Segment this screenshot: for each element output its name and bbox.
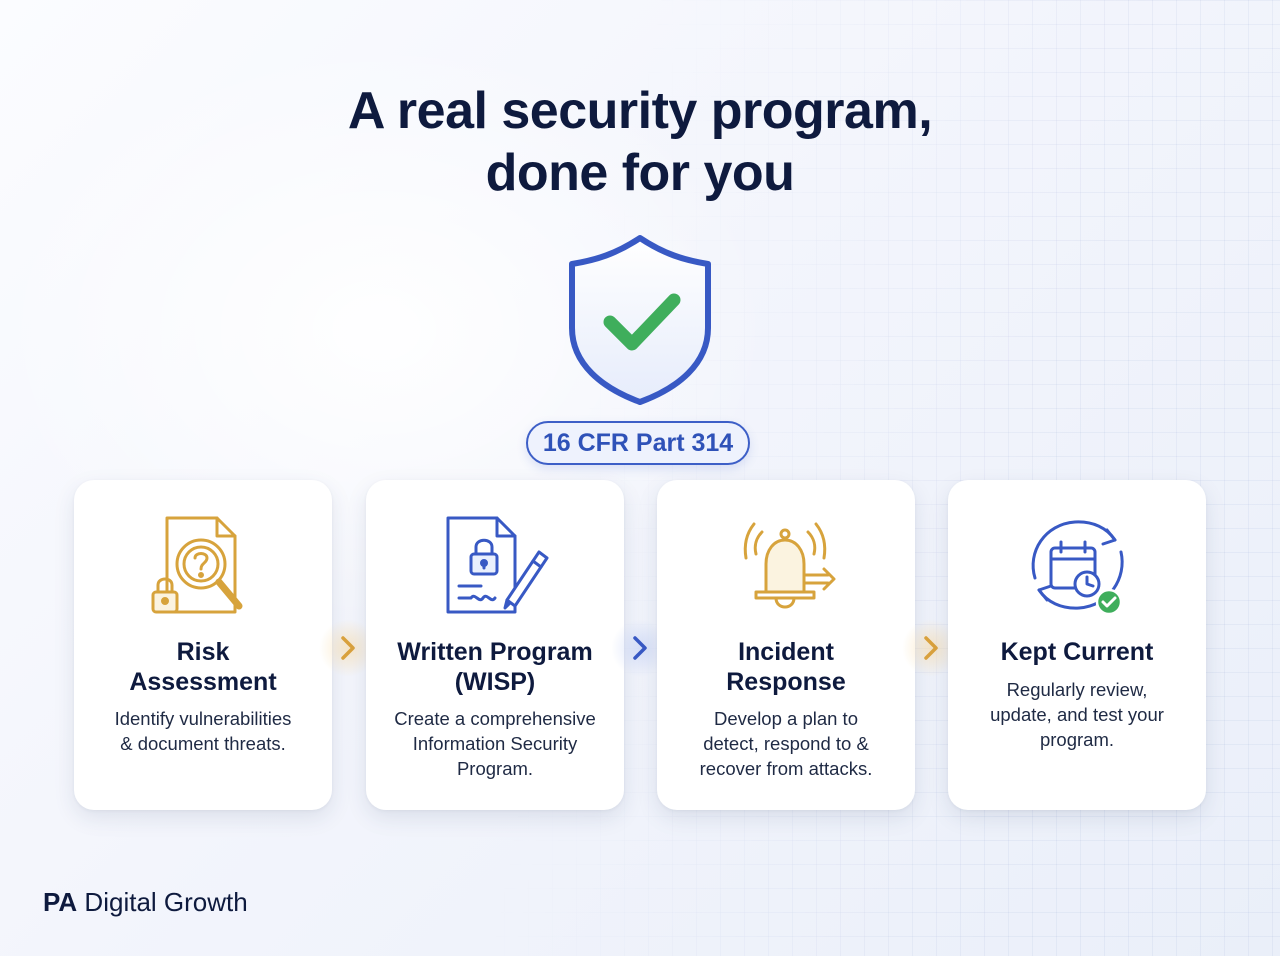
card-title-line: Response: [726, 668, 846, 696]
card-title: Kept Current: [958, 637, 1196, 667]
card-risk-assessment: Risk Assessment Identify vulnerabilities…: [74, 480, 332, 810]
card-title: Incident Response: [667, 637, 905, 697]
document-magnifier-lock-icon: [143, 512, 263, 622]
card-title-line: Incident: [738, 638, 834, 666]
card-incident-response: Incident Response Develop a plan to dete…: [657, 480, 915, 810]
alarm-bell-icon: [726, 512, 846, 622]
card-description: Create a comprehensive Information Secur…: [382, 706, 608, 781]
card-description-line: Create a comprehensive: [394, 708, 596, 729]
card-title-line: Risk: [176, 638, 230, 666]
card-description-line: Identify vulnerabilities: [114, 708, 292, 729]
page-title-line-1: A real security program,: [347, 82, 933, 140]
page-title: A real security program, done for you: [0, 80, 1280, 204]
card-description-line: detect, respond to &: [703, 733, 869, 754]
card-title-line: Kept Current: [1000, 638, 1154, 666]
card-description: Regularly review, update, and test your …: [964, 677, 1190, 752]
card-description: Develop a plan to detect, respond to & r…: [673, 706, 899, 781]
card-description-line: program.: [1039, 729, 1115, 750]
card-description-line: Program.: [456, 758, 534, 779]
card-description-line: Information Security: [412, 733, 578, 754]
regulation-badge: 16 CFR Part 314: [526, 421, 750, 465]
card-description: Identify vulnerabilities & document thre…: [90, 706, 316, 756]
card-title: Written Program (WISP): [376, 637, 614, 697]
card-description-line: update, and test your: [990, 704, 1164, 725]
brand-logo: PA Digital Growth: [43, 887, 248, 917]
brand-initials: PA: [43, 887, 78, 917]
card-kept-current: Kept Current Regularly review, update, a…: [948, 480, 1206, 810]
card-description-line: & document threats.: [120, 733, 286, 754]
page-title-line-2: done for you: [485, 144, 795, 202]
card-description-line: Regularly review,: [1006, 679, 1148, 700]
shield-check-icon: [560, 232, 720, 410]
card-title: Risk Assessment: [84, 637, 322, 697]
brand-name: Digital Growth: [77, 887, 248, 917]
card-title-line: (WISP): [454, 668, 536, 696]
card-description-line: Develop a plan to: [714, 708, 858, 729]
document-lock-pen-icon: [435, 512, 555, 622]
card-written-program: Written Program (WISP) Create a comprehe…: [366, 480, 624, 810]
calendar-refresh-icon: [1017, 512, 1137, 622]
card-title-line: Assessment: [129, 668, 277, 696]
card-description-line: recover from attacks.: [699, 758, 873, 779]
card-title-line: Written Program: [397, 638, 593, 666]
